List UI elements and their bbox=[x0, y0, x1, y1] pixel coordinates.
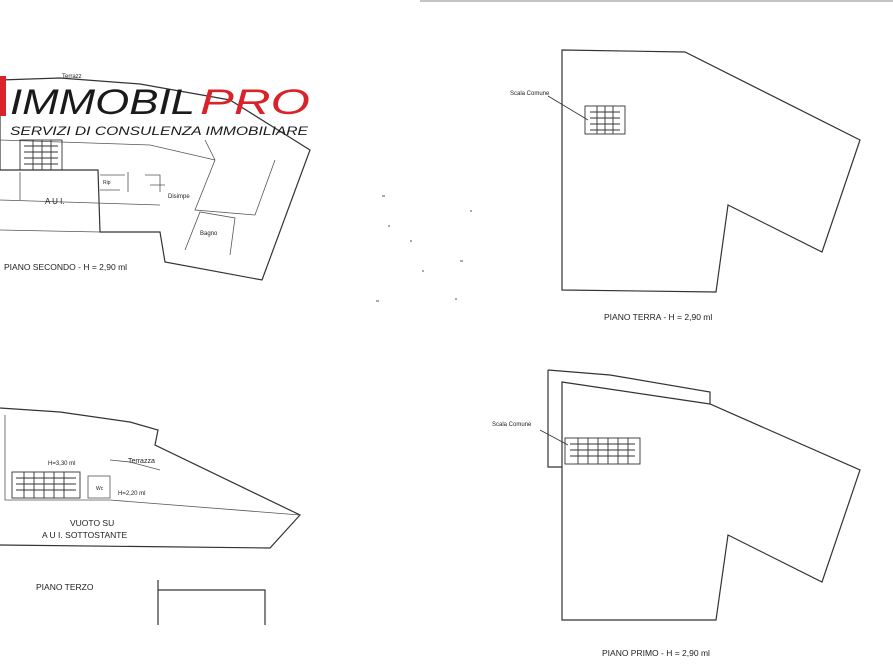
piano-primo-stair bbox=[564, 437, 641, 465]
piano-primo-balcony bbox=[547, 369, 711, 404]
piano-secondo-stair-steps bbox=[24, 140, 58, 170]
piano-primo-outline bbox=[561, 381, 861, 621]
piano-secondo-outline bbox=[0, 77, 311, 281]
piano-secondo-inner-wall bbox=[100, 172, 129, 192]
piano-secondo-inner-wall bbox=[194, 139, 276, 216]
piano-terzo-stair-steps bbox=[16, 472, 76, 498]
piano-terzo-title: PIANO TERZO bbox=[36, 582, 94, 592]
piano-secondo-inner-wall bbox=[0, 139, 216, 161]
logo-tagline: SERVIZI DI CONSULENZA IMMOBILIARE bbox=[10, 124, 309, 138]
terrazza-label: Terrazza bbox=[128, 458, 155, 465]
height-label-2: H=2,20 ml bbox=[118, 491, 146, 497]
piano-primo-callout: Scala Comune bbox=[492, 422, 532, 428]
piano-terzo-inner-wall bbox=[4, 415, 301, 516]
piano-terzo-lower-fragment bbox=[157, 580, 266, 625]
vuoto-label-line2: A U I. SOTTOSTANTE bbox=[42, 530, 128, 540]
logo-brand-right: PRO bbox=[200, 83, 310, 122]
bagno-label: Bagno bbox=[200, 231, 218, 237]
piano-secondo-stair bbox=[19, 139, 63, 171]
bagno-walls bbox=[184, 211, 236, 256]
piano-secondo-inner-wall bbox=[145, 174, 165, 192]
vuoto-label-line1: VUOTO SU bbox=[70, 518, 114, 528]
piano-primo-title: PIANO PRIMO - H = 2,90 ml bbox=[602, 648, 710, 658]
piano-secondo-plan: Terrazz A U I. Disimpe Bagno Rip PIANO S… bbox=[0, 74, 311, 281]
piano-terra-title: PIANO TERRA - H = 2,90 ml bbox=[604, 312, 712, 322]
piano-primo-stair-steps bbox=[570, 438, 635, 464]
wc-room bbox=[87, 475, 111, 499]
logo-brand-left: IMMOBIL bbox=[10, 83, 195, 122]
piano-terzo-plan: H=3,30 ml H=2,20 ml Terrazza Wc VUOTO SU… bbox=[0, 407, 301, 625]
scan-speckles bbox=[376, 195, 472, 302]
piano-terra-callout: Scala Comune bbox=[510, 91, 550, 97]
piano-primo-plan: Scala Comune PIANO PRIMO - H = 2,90 ml bbox=[492, 369, 861, 658]
piano-terzo-stair bbox=[11, 471, 81, 499]
piano-terzo-inner-wall bbox=[109, 459, 161, 471]
logo-red-bar bbox=[0, 76, 6, 116]
piano-primo-balcony bbox=[547, 370, 562, 468]
piano-primo-callout-line bbox=[539, 429, 569, 446]
piano-secondo-title: PIANO SECONDO - H = 2,90 ml bbox=[4, 262, 127, 272]
piano-terzo-outline bbox=[0, 407, 301, 549]
piano-terra-stair-steps bbox=[590, 106, 620, 134]
disimpegno-label: Disimpe bbox=[168, 194, 190, 200]
immobilpro-logo: IMMOBIL PRO SERVIZI DI CONSULENZA IMMOBI… bbox=[0, 76, 310, 138]
terrazzo-label: Terrazz bbox=[62, 74, 82, 80]
piano-terra-outline bbox=[561, 49, 861, 293]
ripostiglio-label: Rip bbox=[103, 180, 111, 186]
aui-label: A U I. bbox=[45, 197, 65, 206]
wc-label: Wc bbox=[96, 486, 104, 492]
piano-secondo-inner-wall bbox=[0, 199, 161, 233]
piano-terra-plan: Scala Comune PIANO TERRA - H = 2,90 ml bbox=[510, 49, 861, 322]
piano-terra-callout-line bbox=[547, 95, 589, 121]
height-label-1: H=3,30 ml bbox=[48, 461, 76, 467]
